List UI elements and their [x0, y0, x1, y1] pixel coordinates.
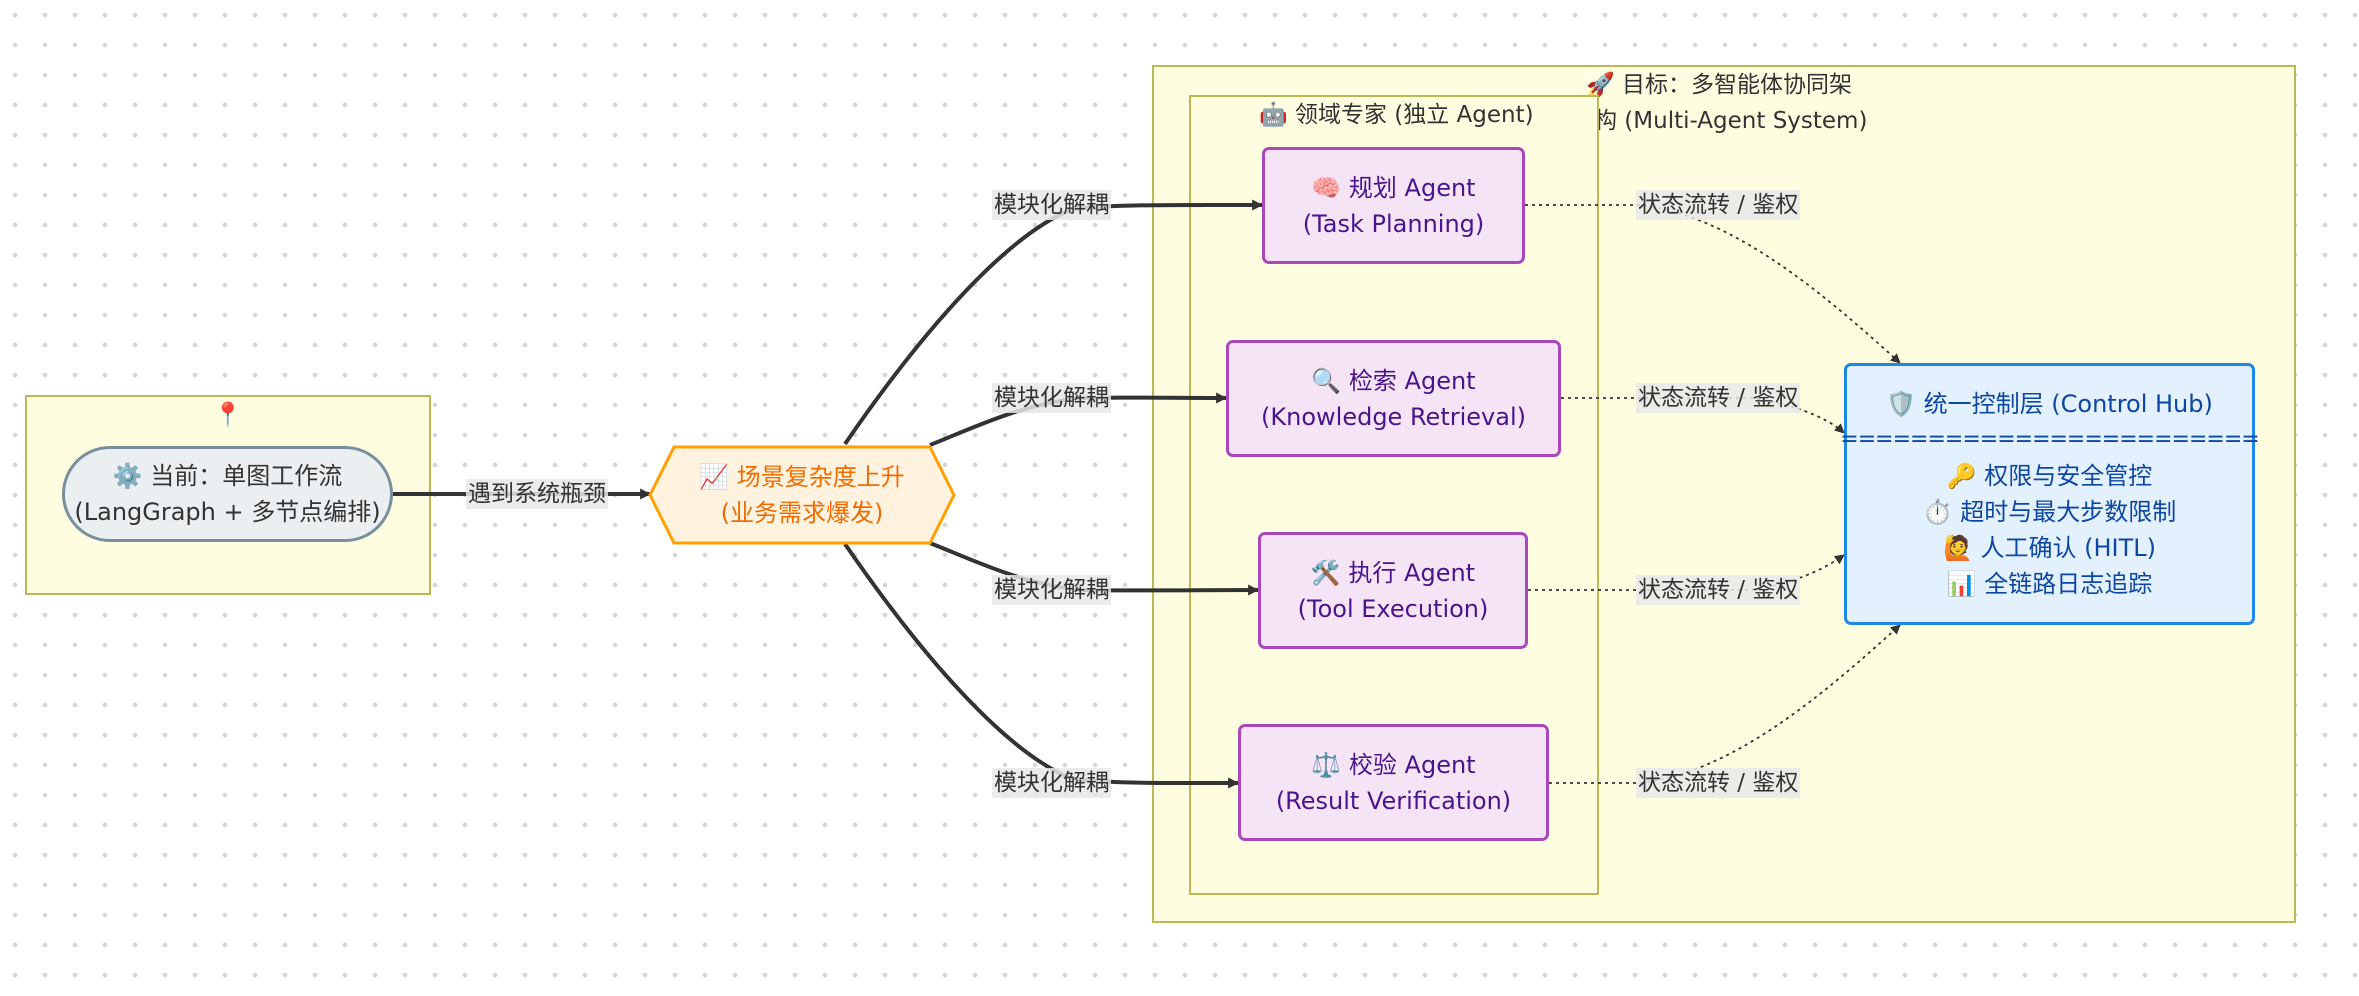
control-hub-node[interactable]: 🛡️ 统一控制层 (Control Hub) =================… [1840, 363, 2260, 625]
planning-agent-node[interactable]: 🧠 规划 Agent (Task Planning) [1262, 147, 1525, 264]
retrieval-agent-title: 🔍 检索 Agent [1311, 366, 1476, 395]
complexity-node-line2: (业务需求爆发) [720, 499, 884, 527]
edge-label-state-execution: 状态流转 / 鉴权 [1636, 575, 1801, 605]
retrieval-agent-node[interactable]: 🔍 检索 Agent (Knowledge Retrieval) [1226, 340, 1561, 457]
verification-agent-node[interactable]: ⚖️ 校验 Agent (Result Verification) [1238, 724, 1549, 841]
edge-label-state-retrieval: 状态流转 / 鉴权 [1636, 383, 1801, 413]
edge-label-state-verification: 状态流转 / 鉴权 [1636, 768, 1801, 798]
verification-agent-title: ⚖️ 校验 Agent [1311, 750, 1476, 779]
target-title-line2: 构 (Multi-Agent System) [1594, 108, 1868, 134]
target-title-line1: 🚀 目标：多智能体协同架 [1586, 72, 1852, 98]
hub-separator: ======================== [1840, 427, 2259, 452]
planning-agent-subtitle: (Task Planning) [1302, 209, 1485, 238]
pin-icon: 📍 [213, 402, 243, 428]
execution-agent-title: 🛠️ 执行 Agent [1310, 558, 1476, 587]
current-workflow-node[interactable]: ⚙️ 当前：单图工作流 (LangGraph + 多节点编排) [62, 446, 393, 542]
planning-agent-title: 🧠 规划 Agent [1311, 173, 1476, 202]
edge-label-decouple-verification: 模块化解耦 [992, 768, 1111, 798]
execution-agent-subtitle: (Tool Execution) [1297, 594, 1489, 623]
hub-item-timeout: ⏱️ 超时与最大步数限制 [1922, 498, 2177, 526]
hub-title: 🛡️ 统一控制层 (Control Hub) [1886, 390, 2213, 418]
complexity-node-line1: 📈 场景复杂度上升 [699, 463, 905, 491]
edge-label-decouple-execution: 模块化解耦 [992, 575, 1111, 605]
edge-label-bottleneck: 遇到系统瓶颈 [466, 479, 608, 509]
edge-label-state-planning: 状态流转 / 鉴权 [1636, 190, 1801, 220]
edge-label-decouple-retrieval: 模块化解耦 [992, 383, 1111, 413]
hub-item-hitl: 🙋 人工确认 (HITL) [1942, 534, 2157, 562]
complexity-node[interactable]: 📈 场景复杂度上升 (业务需求爆发) [648, 445, 956, 545]
experts-title: 🤖 领域专家 (独立 Agent) [1259, 102, 1534, 128]
verification-agent-subtitle: (Result Verification) [1275, 786, 1512, 815]
hub-item-logging: 📊 全链路日志追踪 [1946, 570, 2153, 598]
hub-item-permissions: 🔑 权限与安全管控 [1946, 462, 2153, 490]
edge-label-decouple-planning: 模块化解耦 [992, 190, 1111, 220]
execution-agent-node[interactable]: 🛠️ 执行 Agent (Tool Execution) [1258, 532, 1528, 649]
current-node-line2: (LangGraph + 多节点编排) [74, 498, 381, 526]
current-node-line1: ⚙️ 当前：单图工作流 [112, 462, 343, 490]
retrieval-agent-subtitle: (Knowledge Retrieval) [1261, 402, 1526, 431]
